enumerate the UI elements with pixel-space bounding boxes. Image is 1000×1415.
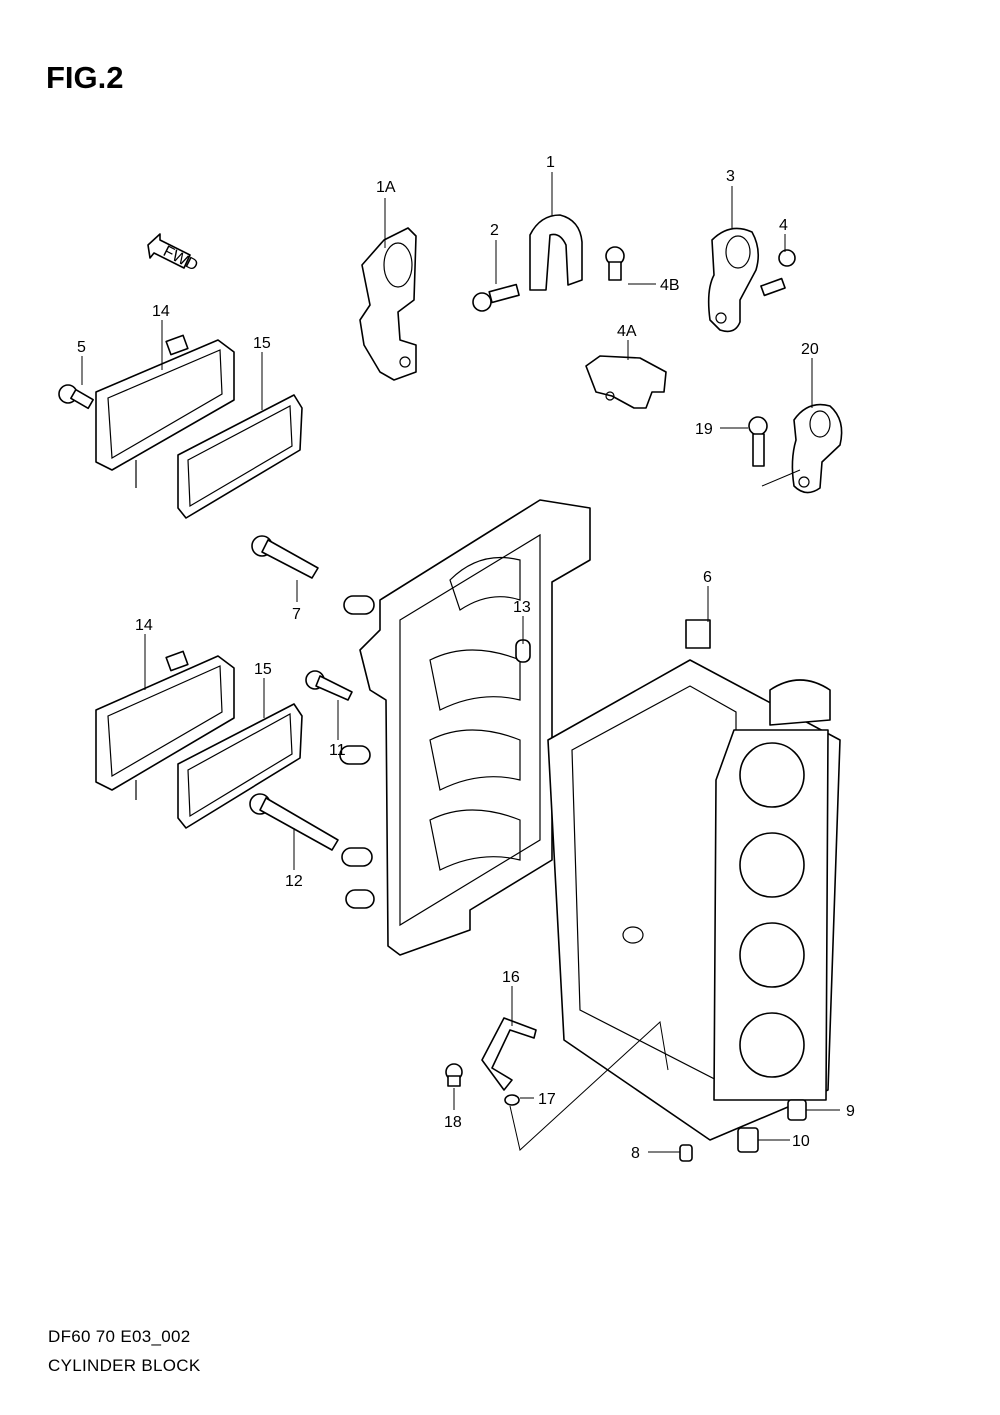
callout-7: 7	[292, 606, 301, 623]
part-14-bottom-cover	[95, 650, 235, 800]
part-2-bolt	[472, 283, 520, 312]
callout-15-bottom: 15	[254, 661, 272, 678]
part-4-bolt	[760, 249, 796, 297]
part-12-long-bolt	[249, 793, 339, 851]
part-14-top-cover	[95, 334, 235, 488]
figure-title: FIG.2	[46, 60, 124, 95]
callout-labels: 1A 1 2 3 4 4B 4A 14 5 15 20 19 7 6 13 14…	[77, 154, 855, 1162]
crankcase-half	[339, 499, 591, 956]
part-9-plug	[787, 1099, 807, 1121]
part-4a-plate	[585, 355, 667, 409]
callout-9: 9	[846, 1103, 855, 1120]
part-10-plug	[737, 1127, 759, 1153]
part-3-eye-bracket	[707, 227, 760, 333]
callout-4a: 4A	[617, 323, 637, 340]
callout-16: 16	[502, 969, 520, 986]
leader-lines	[81, 172, 840, 1153]
callout-1: 1	[546, 154, 555, 171]
callout-15-top: 15	[253, 335, 271, 352]
part-20-eye-bracket	[791, 403, 843, 494]
part-8-plug	[679, 1144, 693, 1162]
part-16-pipe	[481, 1017, 537, 1091]
callout-11: 11	[329, 742, 346, 759]
callout-17: 17	[538, 1091, 556, 1108]
part-18-bolt	[445, 1063, 463, 1087]
callout-20: 20	[801, 341, 819, 358]
callout-2: 2	[490, 222, 499, 239]
callout-3: 3	[726, 168, 735, 185]
part-6-pin	[685, 619, 711, 649]
callout-4b: 4B	[660, 277, 680, 294]
part-1-clip	[529, 214, 583, 291]
part-7-bolt	[251, 535, 319, 579]
callout-10: 10	[792, 1133, 810, 1150]
callout-4: 4	[779, 217, 788, 234]
callout-14-top: 14	[152, 303, 170, 320]
callout-6: 6	[703, 569, 712, 586]
callout-13: 13	[513, 599, 531, 616]
callout-18: 18	[444, 1114, 462, 1131]
callout-19: 19	[695, 421, 713, 438]
part-15-bottom-gasket	[177, 703, 303, 829]
part-5-bolt	[58, 384, 94, 410]
cylinder-block	[547, 659, 841, 1141]
drawing-code: DF60 70 E03_002	[48, 1327, 191, 1346]
fwd-arrow-icon: FWD	[147, 233, 201, 275]
drawing-name: CYLINDER BLOCK	[48, 1356, 201, 1375]
part-17-o-ring	[504, 1094, 520, 1106]
callout-5: 5	[77, 339, 86, 356]
fwd-label: FWD	[160, 243, 200, 275]
part-4b-bolt	[605, 246, 625, 281]
callout-12: 12	[285, 873, 303, 890]
callout-1a: 1A	[376, 179, 396, 196]
callout-14-bottom: 14	[135, 617, 153, 634]
part-1a-bracket	[359, 227, 417, 381]
part-11-bolt	[305, 670, 353, 701]
callout-8: 8	[631, 1145, 640, 1162]
part-19-bolt	[748, 416, 768, 467]
part-15-top-gasket	[177, 394, 303, 519]
